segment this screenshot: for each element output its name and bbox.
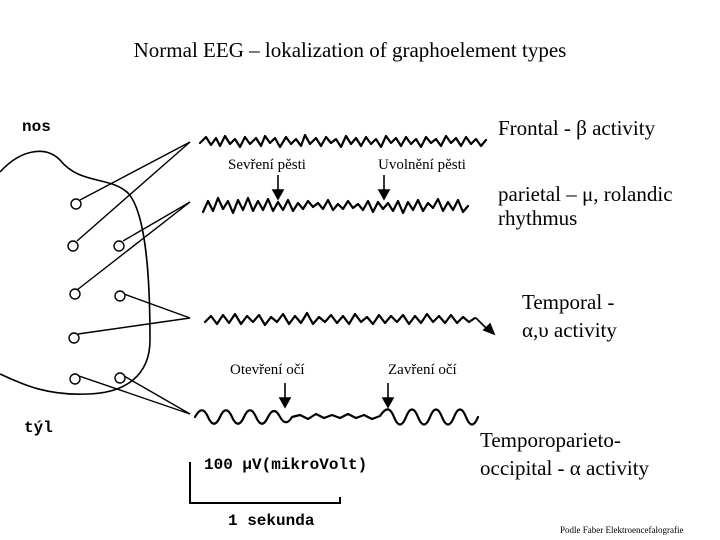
temporal-end-arrow xyxy=(475,317,496,336)
electrodes xyxy=(67,198,126,385)
electrode-occipital-right xyxy=(114,372,126,384)
event-arrows xyxy=(271,175,395,409)
back-label: týl xyxy=(24,419,53,437)
credit-text: Podle Faber Elektroencefalografie xyxy=(560,525,684,535)
trace-occipital xyxy=(193,408,480,426)
electrode-temporal-left xyxy=(69,288,81,300)
trace-parietal xyxy=(201,196,470,215)
scale-time-label: 1 sekunda xyxy=(228,512,315,530)
head-outline xyxy=(0,150,151,395)
scale-amplitude-label: 100 μV(mikroVolt) xyxy=(204,456,368,474)
marker-fist-clench: Sevření pěsti xyxy=(228,157,306,173)
trace-temporal xyxy=(203,311,477,327)
trace-label-occipital-line2: occipital - α activity xyxy=(480,456,650,480)
electrode-frontal xyxy=(70,198,82,210)
electrode-temporal-right xyxy=(114,290,126,302)
electrode-parietal xyxy=(68,332,80,344)
electrode-occipital-left xyxy=(69,373,81,385)
trace-label-parietal-line2: rhythmus xyxy=(498,206,578,230)
trace-label-temporal-line2: α,υ activity xyxy=(522,318,617,342)
scale-bar xyxy=(189,462,341,504)
page-title: Normal EEG – lokalization of graphoeleme… xyxy=(133,38,567,62)
arrow-eyes-open xyxy=(278,397,292,409)
eeg-traces xyxy=(193,133,488,426)
marker-fist-release: Uvolnění pěsti xyxy=(378,157,466,173)
marker-eyes-close: Zavření očí xyxy=(388,362,457,378)
electrode-central-left xyxy=(67,240,79,252)
arrow-fist-release xyxy=(377,189,391,201)
trace-label-temporal-line1: Temporal - xyxy=(522,290,615,314)
connector-lines xyxy=(76,141,191,415)
trace-label-occipital-line1: Temporoparieto- xyxy=(480,428,621,452)
trace-frontal xyxy=(198,133,488,149)
trace-label-parietal-line1: parietal – μ, rolandic xyxy=(498,182,673,206)
electrode-central-right xyxy=(113,240,125,252)
nose-label: nos xyxy=(22,118,51,136)
arrow-fist-clench xyxy=(271,189,285,201)
trace-label-frontal: Frontal - β activity xyxy=(498,116,656,140)
marker-eyes-open: Otevření očí xyxy=(230,362,305,378)
arrow-eyes-close xyxy=(381,397,395,409)
